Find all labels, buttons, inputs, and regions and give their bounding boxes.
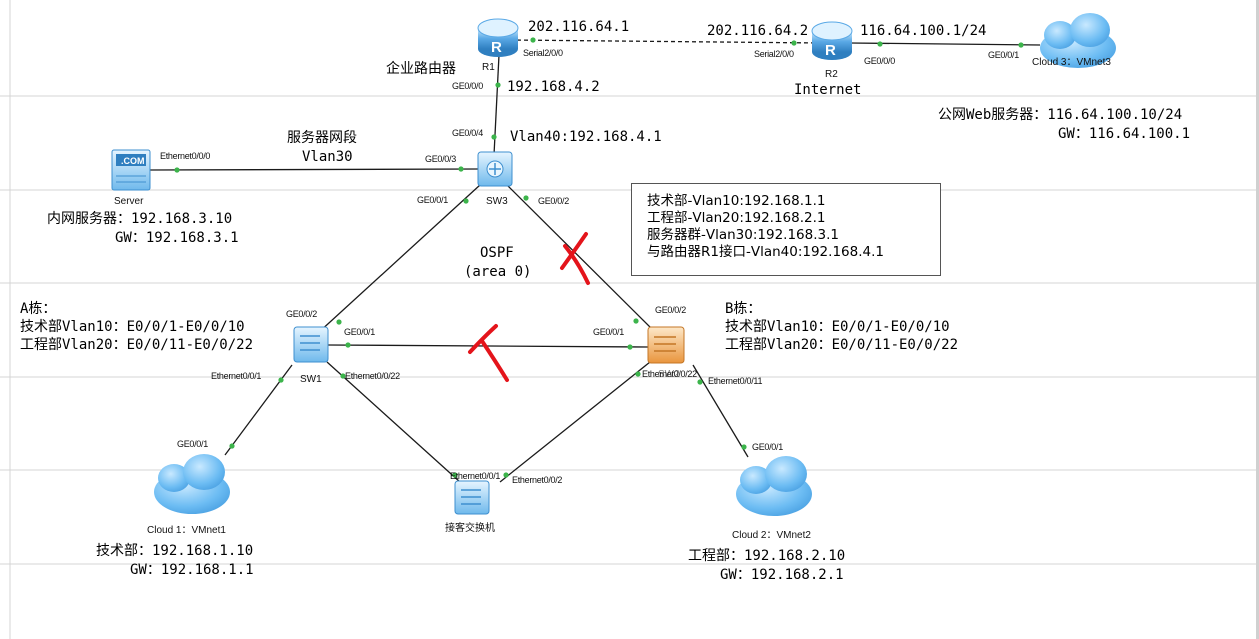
sw2-name: SW2 xyxy=(658,369,680,380)
sw3-vlan40: Vlan40:192.168.4.1 xyxy=(510,129,662,145)
r1-serial-ip: 202.116.64.1 xyxy=(528,19,630,35)
tech-dept-gw: GW：192.168.1.1 xyxy=(130,562,254,578)
sw2-ge1-port: GE0/0/1 xyxy=(593,327,624,337)
sw1-eth1-port: Ethernet0/0/1 xyxy=(211,371,262,381)
server-segment-label: 服务器网段 xyxy=(287,130,357,146)
sw3-ge2-port: GE0/0/2 xyxy=(538,196,569,206)
r1-ge-ip: 192.168.4.2 xyxy=(507,79,600,95)
r2-serial-port: Serial2/0/0 xyxy=(754,49,794,59)
sw2-ge2-port: GE0/0/2 xyxy=(655,305,686,315)
links xyxy=(149,39,1041,483)
r2-serial-ip: 202.116.64.2 xyxy=(707,23,809,39)
building-b-tech: 技术部Vlan10：E0/0/1-E0/0/10 xyxy=(725,319,950,335)
server-badge: .COM xyxy=(121,156,145,166)
sw1-ge2-port: GE0/0/2 xyxy=(286,309,317,319)
svg-text:R: R xyxy=(825,42,836,59)
switch-sw2[interactable] xyxy=(647,326,685,364)
link-sw2-cloud2 xyxy=(692,364,749,458)
sw1-name: SW1 xyxy=(300,374,322,385)
link-sw2-access xyxy=(499,361,651,483)
cross-mark-sw1-sw2 xyxy=(468,324,509,382)
server-eth-port: Ethernet0/0/0 xyxy=(160,151,211,161)
cloud2-ge-port: GE0/0/1 xyxy=(752,442,783,452)
sw1-ge1-port: GE0/0/1 xyxy=(344,327,375,337)
building-b-eng: 工程部Vlan20：E0/0/11-E0/0/22 xyxy=(725,337,959,353)
legend-line: 服务器群-Vlan30:192.168.3.1 xyxy=(647,227,839,243)
building-a-title: A栋： xyxy=(20,301,57,317)
sw1-eth22-port: Ethernet0/0/22 xyxy=(345,371,400,381)
cloud3-name: Cloud 3：VMnet3 xyxy=(1032,57,1111,68)
tech-dept-ip: 技术部：192.168.1.10 xyxy=(96,543,254,559)
building-a-tech: 技术部Vlan10：E0/0/1-E0/0/10 xyxy=(20,319,245,335)
link-sw1-sw2 xyxy=(327,344,649,348)
sw2-eth22-port: Ethernet0/0/22 xyxy=(642,369,697,379)
web-server-gw: GW：116.64.100.1 xyxy=(1058,126,1191,142)
cloud-2[interactable] xyxy=(736,456,812,516)
switch-access[interactable] xyxy=(454,480,490,515)
legend-line: 技术部-Vlan10:192.168.1.1 xyxy=(647,193,826,209)
cloud-3[interactable] xyxy=(1040,13,1116,68)
r1-role: 企业路由器 xyxy=(386,61,456,77)
legend-line: 与路由器R1接口-Vlan40:192.168.4.1 xyxy=(647,244,884,260)
switch-sw3[interactable] xyxy=(477,151,513,187)
r2-role: Internet xyxy=(794,82,862,98)
server-ip: 内网服务器：192.168.3.10 xyxy=(47,211,233,227)
legend-line: 工程部-Vlan20:192.168.2.1 xyxy=(647,210,826,226)
web-server-ip: 公网Web服务器：116.64.100.10/24 xyxy=(938,107,1183,123)
router-r2[interactable]: R xyxy=(811,21,853,60)
svg-text:R: R xyxy=(491,39,502,56)
access-eth2-port: Ethernet0/0/2 xyxy=(512,475,563,485)
vlan-gateway-legend: 技术部-Vlan10:192.168.1.1 工程部-Vlan20:192.16… xyxy=(631,183,941,276)
server-device[interactable] xyxy=(111,149,151,191)
server-gw: GW：192.168.3.1 xyxy=(115,230,239,246)
switch-sw1[interactable] xyxy=(293,326,329,363)
ospf-label: OSPF xyxy=(480,245,514,261)
building-a-eng: 工程部Vlan20：E0/0/11-E0/0/22 xyxy=(20,337,254,353)
cloud1-name: Cloud 1：VMnet1 xyxy=(147,525,226,536)
cloud3-ge-port: GE0/0/1 xyxy=(988,50,1019,60)
building-b-title: B栋： xyxy=(725,301,762,317)
sw3-name: SW3 xyxy=(486,196,508,207)
r2-ge-ip: 116.64.100.1/24 xyxy=(860,23,987,39)
ospf-area-label: (area 0) xyxy=(464,264,532,280)
eng-dept-gw: GW：192.168.2.1 xyxy=(720,567,844,583)
router-r1[interactable]: R xyxy=(477,18,519,57)
r2-ge-port: GE0/0/0 xyxy=(864,56,895,66)
r1-name: R1 xyxy=(482,62,495,73)
sw3-ge1-port: GE0/0/1 xyxy=(417,195,448,205)
r1-ge-port: GE0/0/0 xyxy=(452,81,483,91)
link-r1-r2 xyxy=(509,39,823,44)
cross-mark-sw3-sw2 xyxy=(560,232,590,285)
server-name: Server xyxy=(114,196,144,207)
access-eth1-port: Ethernet0/0/1 xyxy=(450,471,501,481)
cloud1-ge-port: GE0/0/1 xyxy=(177,439,208,449)
port-dots xyxy=(174,37,1024,478)
link-sw3-sw2 xyxy=(506,184,657,334)
eng-dept-ip: 工程部：192.168.2.10 xyxy=(688,548,846,564)
cloud2-name: Cloud 2：VMnet2 xyxy=(732,530,811,541)
access-switch-name: 接客交换机 xyxy=(445,523,495,534)
r2-name: R2 xyxy=(825,69,838,80)
sw3-ge3-port: GE0/0/3 xyxy=(425,154,456,164)
link-server-sw3 xyxy=(149,168,479,171)
sw3-ge4-port: GE0/0/4 xyxy=(452,128,483,138)
sw2-eth11-port: Ethernet0/0/11 xyxy=(708,376,763,386)
window-right-edge xyxy=(1256,0,1259,639)
server-vlan-label: Vlan30 xyxy=(302,149,353,165)
r1-serial-port: Serial2/0/0 xyxy=(523,48,563,58)
link-sw3-sw1 xyxy=(317,184,481,334)
link-sw1-access xyxy=(326,361,461,483)
cloud-1[interactable] xyxy=(154,454,230,514)
